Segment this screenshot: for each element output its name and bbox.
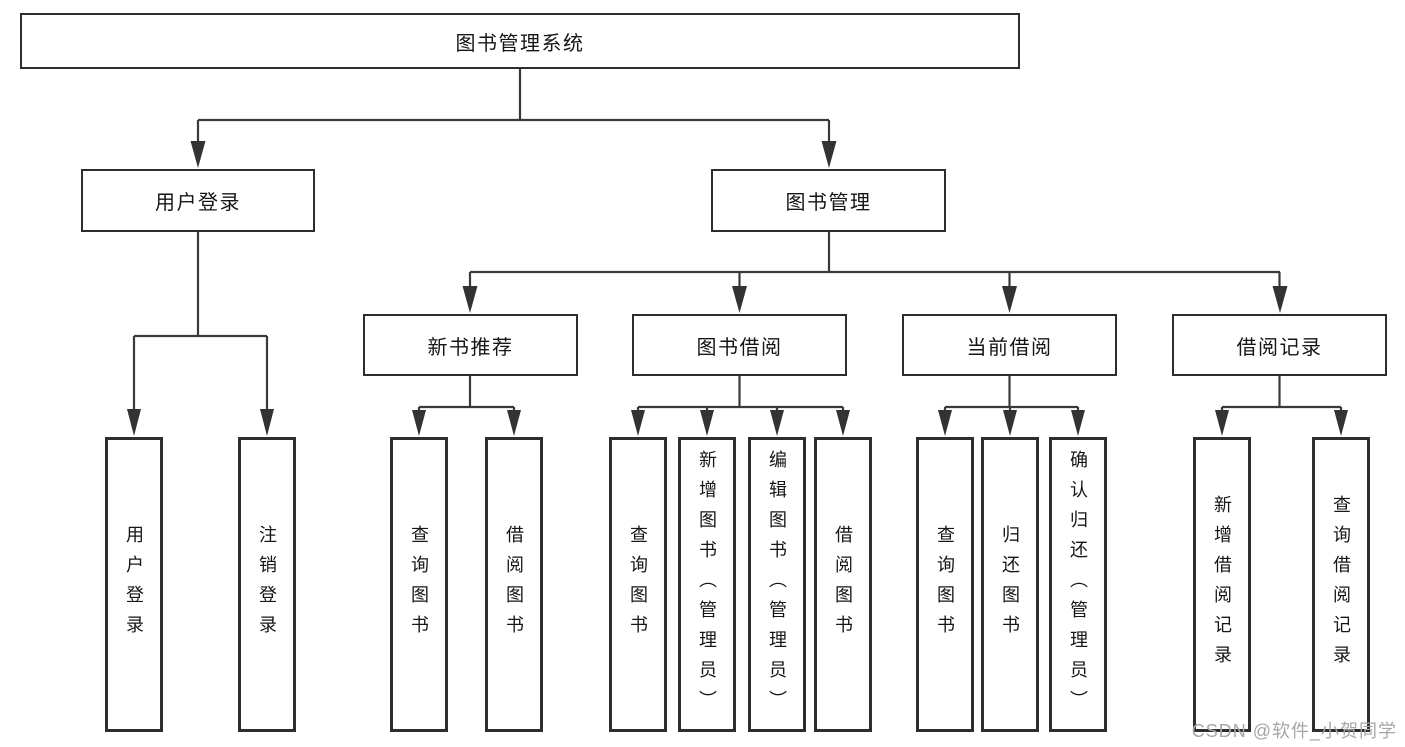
node-label: 新增图书（管理员） bbox=[697, 449, 717, 720]
leaf-add-borrow-record: 新增借阅记录 bbox=[1193, 437, 1251, 732]
node-label: 编辑图书（管理员） bbox=[767, 449, 787, 720]
node-label: 借阅图书 bbox=[833, 524, 853, 645]
csdn-watermark: CSDN @软件_小贺同学 bbox=[1191, 721, 1397, 741]
leaf-query-books-current: 查询图书 bbox=[916, 437, 974, 732]
node-label: 用户登录 bbox=[124, 524, 144, 645]
leaf-return-books: 归还图书 bbox=[981, 437, 1039, 732]
node-library-management-system: 图书管理系统 bbox=[20, 13, 1020, 69]
node-borrowing-records: 借阅记录 bbox=[1172, 314, 1387, 376]
node-label: 新增借阅记录 bbox=[1212, 494, 1232, 675]
leaf-borrow-books: 借阅图书 bbox=[814, 437, 872, 732]
node-new-book-recommendation: 新书推荐 bbox=[363, 314, 578, 376]
node-label: 归还图书 bbox=[1000, 524, 1020, 645]
node-label: 借阅记录 bbox=[1236, 336, 1323, 359]
leaf-edit-book-admin: 编辑图书（管理员） bbox=[748, 437, 806, 732]
leaf-query-borrow-record: 查询借阅记录 bbox=[1312, 437, 1370, 732]
node-label: 注销登录 bbox=[257, 524, 277, 645]
node-user-login: 用户登录 bbox=[81, 169, 315, 232]
node-book-management: 图书管理 bbox=[711, 169, 946, 232]
leaf-add-book-admin: 新增图书（管理员） bbox=[678, 437, 736, 732]
leaf-user-login: 用户登录 bbox=[105, 437, 163, 732]
node-label: 查询借阅记录 bbox=[1331, 494, 1351, 675]
leaf-borrow-books-recommend: 借阅图书 bbox=[485, 437, 543, 732]
node-label: 用户登录 bbox=[155, 192, 241, 214]
leaf-query-books-recommend: 查询图书 bbox=[390, 437, 448, 732]
node-label: 图书管理系统 bbox=[455, 32, 585, 55]
node-label: 查询图书 bbox=[409, 524, 429, 645]
node-current-borrowing: 当前借阅 bbox=[902, 314, 1117, 376]
node-label: 图书管理 bbox=[785, 192, 872, 214]
arrowhead-icons bbox=[127, 141, 1348, 436]
leaf-logout: 注销登录 bbox=[238, 437, 296, 732]
node-label: 查询图书 bbox=[628, 524, 648, 645]
node-label: 借阅图书 bbox=[504, 524, 524, 645]
leaf-query-books-borrow: 查询图书 bbox=[609, 437, 667, 732]
node-label: 图书借阅 bbox=[696, 336, 783, 359]
node-book-borrowing: 图书借阅 bbox=[632, 314, 847, 376]
node-label: 确认归还（管理员） bbox=[1068, 449, 1088, 720]
node-label: 当前借阅 bbox=[966, 336, 1053, 359]
node-label: 新书推荐 bbox=[427, 336, 514, 359]
leaf-confirm-return-admin: 确认归还（管理员） bbox=[1049, 437, 1107, 732]
node-label: 查询图书 bbox=[935, 524, 955, 645]
